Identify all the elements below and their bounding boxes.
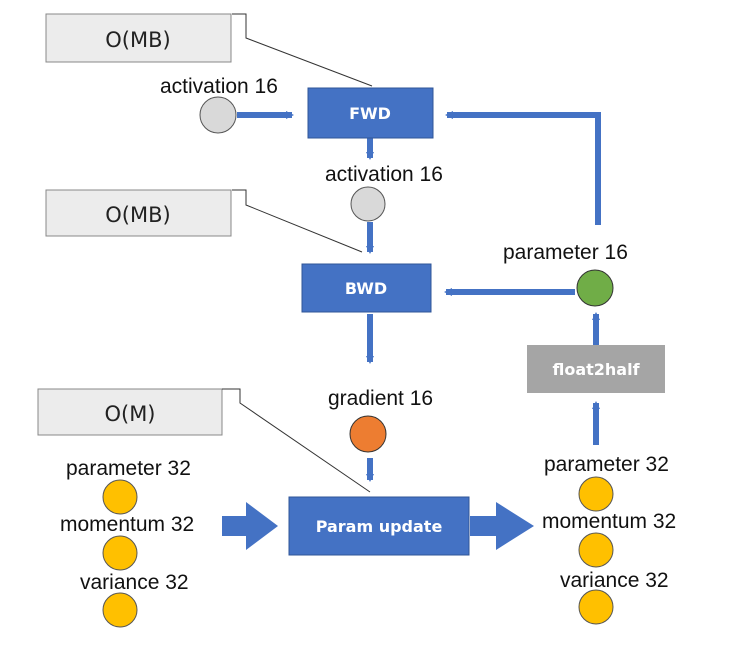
- param-update-box: Param update: [288, 496, 470, 556]
- callout-update: O(M): [37, 388, 371, 493]
- callout-bwd: O(MB): [45, 189, 363, 253]
- fwd-label: FWD: [349, 104, 391, 123]
- callout-bwd-text: O(MB): [105, 203, 170, 227]
- left-momentum32-label: momentum 32: [60, 513, 194, 536]
- block-arrow-into-update: [222, 502, 278, 550]
- arrow-param16-to-fwd: [445, 111, 601, 225]
- activation-in-node: [199, 96, 237, 134]
- bwd-label: BWD: [345, 279, 387, 298]
- right-param32-node: [578, 476, 614, 512]
- right-variance32-label: variance 32: [560, 569, 669, 592]
- bwd-box: BWD: [301, 263, 432, 313]
- right-momentum32-node: [578, 532, 614, 568]
- left-momentum32-node: [102, 535, 138, 571]
- activation-in-label: activation 16: [160, 75, 278, 98]
- float2half-label: float2half: [552, 360, 640, 379]
- callout-update-text: O(M): [104, 402, 155, 426]
- callout-fwd: O(MB): [45, 13, 373, 87]
- right-momentum32-label: momentum 32: [542, 510, 676, 533]
- gradient-label: gradient 16: [328, 387, 433, 410]
- param-update-label: Param update: [316, 517, 443, 536]
- fwd-box: FWD: [307, 87, 434, 139]
- activation-mid-label: activation 16: [325, 163, 443, 186]
- arrows: [237, 111, 601, 482]
- left-param32-node: [102, 479, 138, 515]
- left-variance32-node: [102, 592, 138, 628]
- param16-node: [576, 269, 614, 307]
- activation-mid-node: [350, 186, 386, 222]
- right-param32-label: parameter 32: [544, 453, 669, 476]
- left-param32-label: parameter 32: [66, 457, 191, 480]
- float2half-box: float2half: [527, 345, 665, 393]
- block-arrow-out-of-update: [470, 502, 534, 550]
- gradient-node: [349, 415, 387, 453]
- param16-label: parameter 16: [503, 241, 628, 264]
- right-variance32-node: [578, 589, 614, 625]
- callout-fwd-text: O(MB): [105, 28, 170, 52]
- left-variance32-label: variance 32: [80, 571, 189, 594]
